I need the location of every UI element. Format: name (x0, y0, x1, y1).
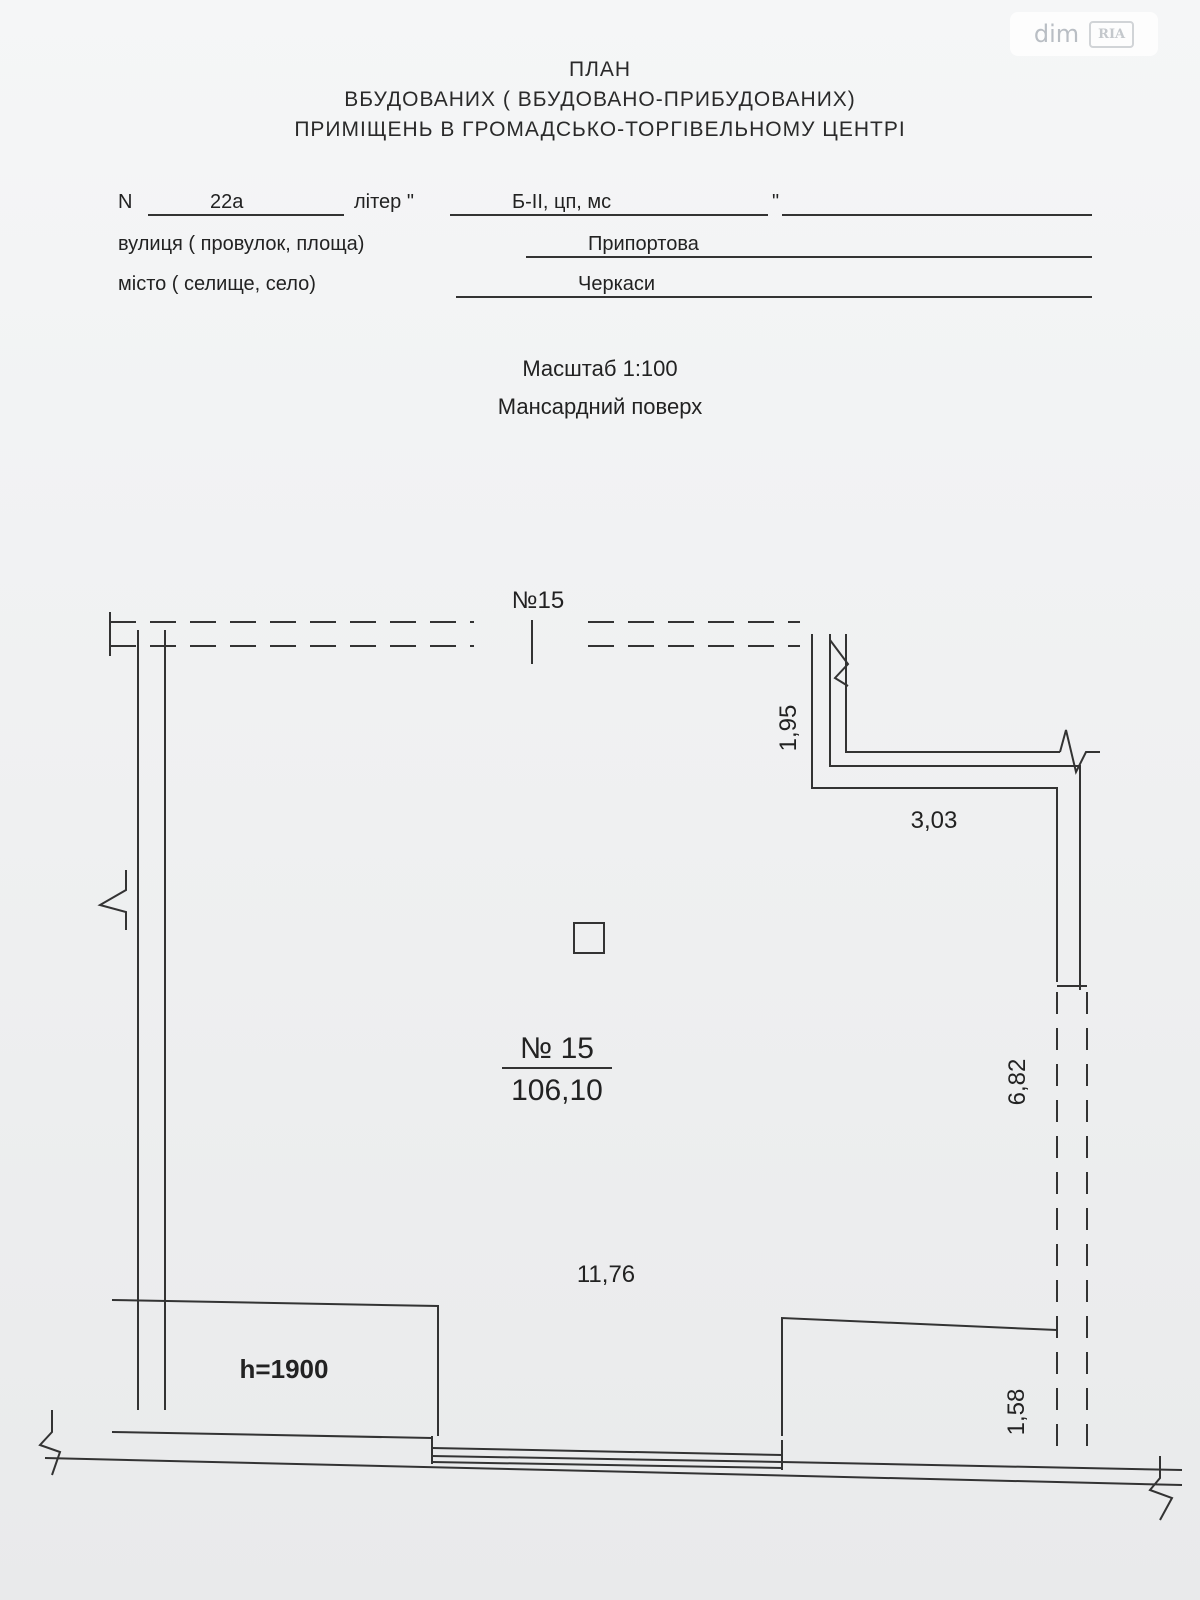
city-underline (456, 296, 1092, 298)
column-square (573, 922, 605, 954)
field-row-street: вулиця ( провулок, площа) Припортова (118, 230, 1098, 260)
height-note: h=1900 (240, 1354, 329, 1384)
dim-ria-watermark: dim RIA (1010, 12, 1158, 56)
bottom-wall (44, 1431, 1183, 1486)
scale-label: Масштаб 1:100 (522, 356, 678, 381)
dim-1-95: 1,95 (775, 705, 802, 752)
top-room-label: №15 (512, 587, 564, 614)
doc-subtitle-1: ВБУДОВАНИХ ( ВБУДОВАНО-ПРИБУДОВАНИХ) (344, 88, 856, 111)
liter-tail-underline (782, 214, 1092, 216)
street-value: Припортова (588, 233, 699, 255)
liter-close-quote: " (772, 191, 780, 213)
street-label: вулиця ( провулок, площа) (118, 233, 365, 255)
right-zone (781, 1316, 1058, 1436)
top-wall-dashed (110, 621, 800, 647)
field-row-number: N 22а літер " Б-ІІ, цп, мс " (118, 188, 1098, 218)
dim-6-82: 6,82 (1004, 1059, 1031, 1106)
doc-title: ПЛАН (568, 58, 632, 81)
liter-label: літер " (354, 191, 414, 213)
room-number: № 15 (520, 1032, 594, 1065)
bottom-right-break-icon (1148, 1456, 1174, 1521)
city-label: місто ( селище, село) (118, 273, 316, 295)
dim-1-58: 1,58 (1003, 1389, 1030, 1436)
liter-underline (450, 214, 768, 216)
street-underline (526, 256, 1092, 258)
number-label: N (118, 191, 133, 213)
floor-label: Мансардний поверх (497, 394, 703, 419)
number-value: 22а (210, 191, 244, 213)
left-wall-break-icon (97, 870, 127, 930)
dim-11-76: 11,76 (577, 1261, 635, 1288)
left-wall (137, 630, 166, 1410)
room-area: 106,10 (511, 1074, 603, 1107)
number-underline (148, 214, 344, 216)
field-row-city: місто ( селище, село) Черкаси (118, 270, 1098, 300)
bottom-left-break-icon (38, 1410, 62, 1476)
right-wall-dashed (1056, 992, 1088, 1460)
ria-logo-icon: RIA (1089, 20, 1135, 48)
city-value: Черкаси (578, 273, 656, 295)
watermark-text: dim (1033, 20, 1080, 48)
notch-break-icon (829, 639, 850, 687)
notch-walls (811, 634, 1081, 990)
right-break-icon (1059, 729, 1100, 775)
liter-value: Б-ІІ, цп, мс (512, 191, 612, 213)
low-ceiling-zone (111, 1299, 439, 1436)
bottom-window (431, 1447, 783, 1463)
doc-subtitle-2: ПРИМІЩЕНЬ В ГРОМАДСЬКО-ТОРГІВЕЛЬНОМУ ЦЕН… (294, 118, 906, 141)
dim-3-03: 3,03 (911, 807, 958, 834)
